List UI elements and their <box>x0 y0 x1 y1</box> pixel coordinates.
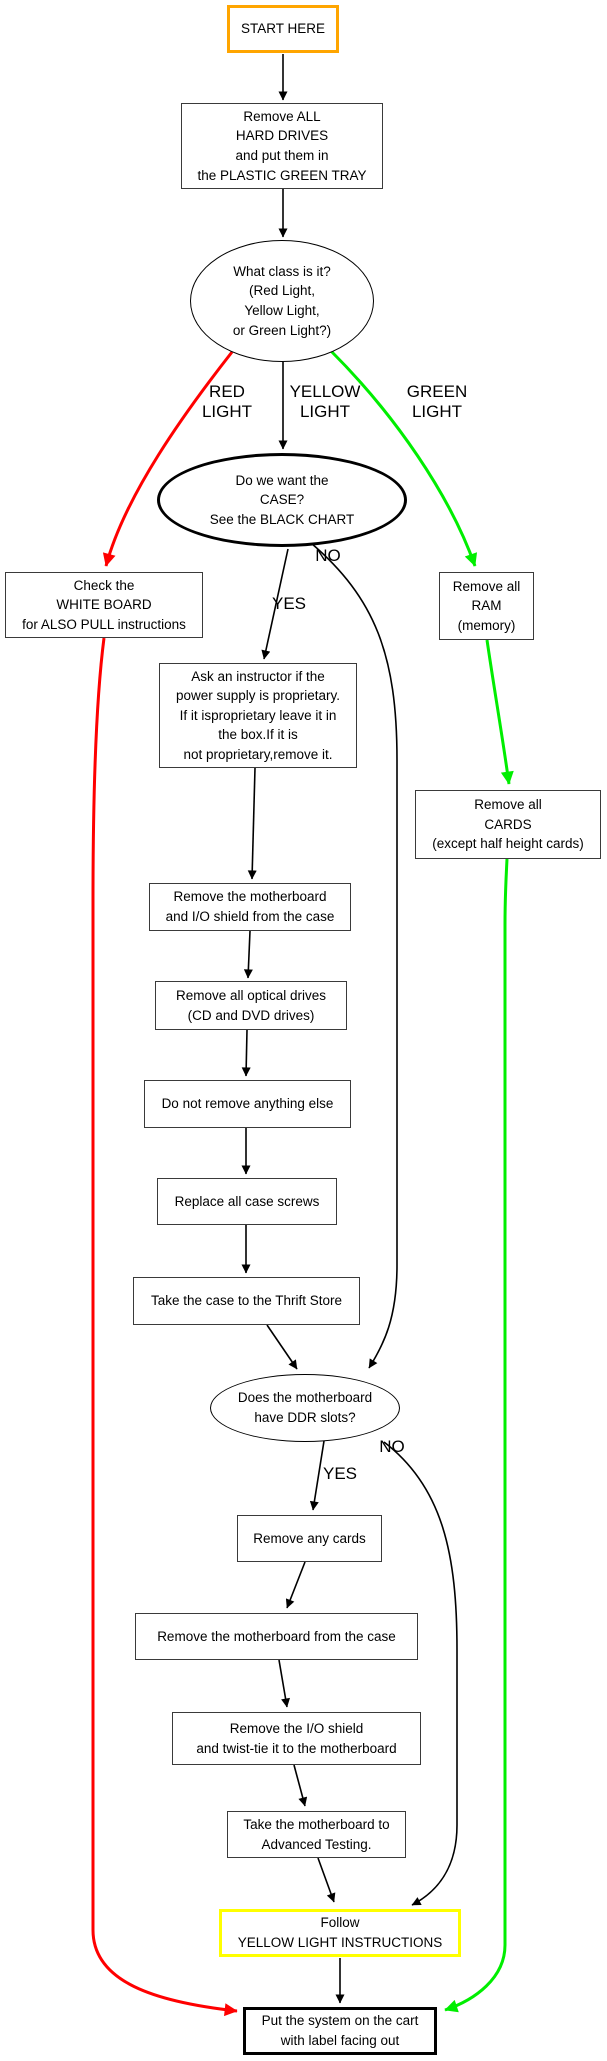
node-remove-optical-drives: Remove all optical drives (CD and DVD dr… <box>155 981 347 1030</box>
edge-anycards-to-mobocase <box>285 1561 306 1609</box>
edge-mobocase-to-ioshield <box>278 1659 291 1708</box>
label-yellow-light: YELLOW LIGHT <box>289 382 361 422</box>
node-remove-cards: Remove all CARDS (except half height car… <box>415 790 601 859</box>
node-want-case-question: Do we want the CASE? See the BLACK CHART <box>157 453 407 547</box>
node-remove-hard-drives: Remove ALL HARD DRIVES and put them in t… <box>181 103 383 189</box>
label-ddr-yes: YES <box>322 1464 358 1483</box>
node-check-white-board: Check the WHITE BOARD for ALSO PULL inst… <box>5 572 203 638</box>
node-replace-case-screws: Replace all case screws <box>157 1178 337 1225</box>
edge-cards-to-cart <box>444 858 509 2013</box>
node-ddr-slots-question: Does the motherboard have DDR slots? <box>210 1374 400 1442</box>
node-remove-io-shield-twist-tie: Remove the I/O shield and twist-tie it t… <box>172 1712 421 1765</box>
edge-powersupply-to-moboio <box>247 767 257 880</box>
edge-ddr-yes-to-anycards <box>309 1440 325 1511</box>
node-put-system-on-cart: Put the system on the cart with label fa… <box>243 2007 437 2055</box>
edge-class-red-to-whiteboard <box>102 351 234 567</box>
node-what-class-question: What class is it? (Red Light, Yellow Lig… <box>190 240 374 362</box>
edge-ddr-no-to-yellow <box>383 1441 458 1906</box>
node-follow-yellow-light: Follow YELLOW LIGHT INSTRUCTIONS <box>219 1909 461 1957</box>
node-power-supply-instructions: Ask an instructor if the power supply is… <box>159 663 357 768</box>
edge-advtesting-to-yellow <box>317 1857 336 1903</box>
node-remove-ram: Remove all RAM (memory) <box>439 572 534 640</box>
node-advanced-testing: Take the motherboard to Advanced Testing… <box>227 1811 406 1858</box>
edge-thrift-to-ddr <box>266 1324 298 1370</box>
label-case-yes: YES <box>271 594 307 613</box>
edge-moboio-to-optical <box>243 930 253 979</box>
node-remove-motherboard-from-case: Remove the motherboard from the case <box>135 1613 418 1660</box>
label-ddr-no: NO <box>379 1437 405 1456</box>
label-case-no: NO <box>315 546 341 565</box>
edge-class-green-to-ram <box>329 349 478 567</box>
label-green-light: GREEN LIGHT <box>406 382 468 422</box>
node-remove-any-cards: Remove any cards <box>237 1515 382 1562</box>
edge-case-yes-to-powersupply <box>261 548 289 660</box>
edge-ioshield-to-advtesting <box>293 1764 308 1807</box>
node-start-here: START HERE <box>227 5 339 53</box>
edge-optical-to-donotremove <box>241 1029 251 1077</box>
edge-case-no-to-ddr <box>310 542 398 1369</box>
node-take-case-thrift-store: Take the case to the Thrift Store <box>133 1277 360 1325</box>
edge-whiteboard-to-cart <box>91 637 238 2017</box>
edge-ram-to-cards <box>485 639 514 785</box>
node-do-not-remove-anything: Do not remove anything else <box>144 1080 351 1128</box>
node-remove-motherboard-io-shield: Remove the motherboard and I/O shield fr… <box>149 883 351 931</box>
label-red-light: RED LIGHT <box>201 382 253 422</box>
